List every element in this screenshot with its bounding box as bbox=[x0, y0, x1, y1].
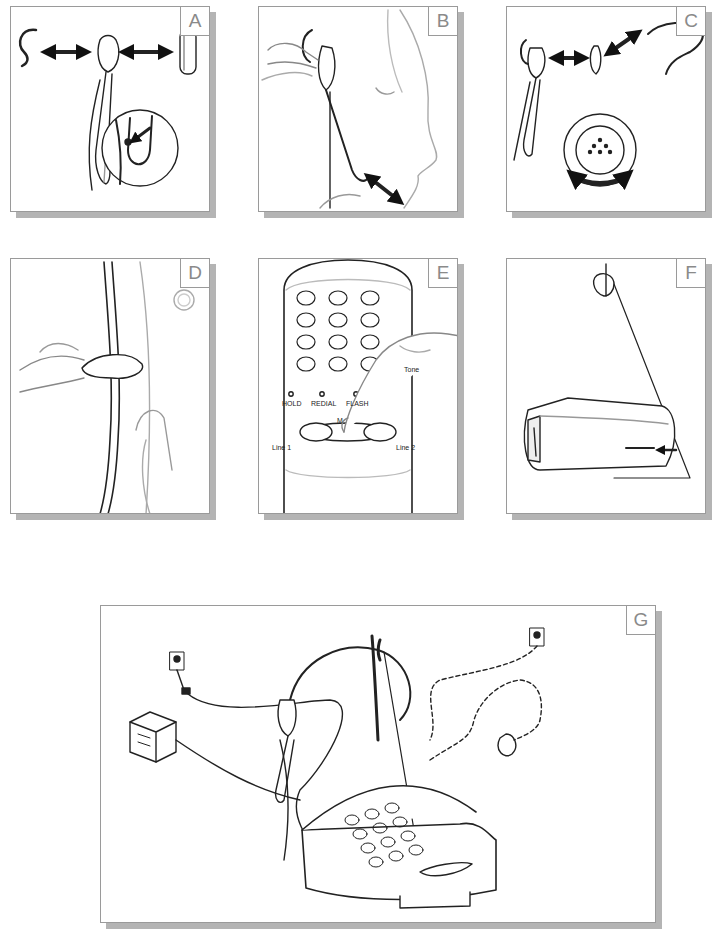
keypad-label: Tone bbox=[404, 366, 419, 373]
panel-letter: A bbox=[180, 6, 210, 36]
panel-b-art bbox=[262, 10, 437, 208]
panel-frame: E bbox=[258, 258, 458, 514]
keypad-label: M bbox=[337, 417, 343, 424]
panel-letter: C bbox=[676, 6, 706, 36]
panel-letter: D bbox=[180, 258, 210, 288]
panel-c-art bbox=[514, 23, 703, 186]
panel-frame: D bbox=[10, 258, 210, 514]
keypad-label: Line 1 bbox=[272, 444, 291, 451]
panel-frame: F bbox=[506, 258, 706, 514]
panel-d-art bbox=[20, 262, 194, 514]
panel-letter: G bbox=[626, 605, 656, 635]
panel-frame: G bbox=[100, 605, 656, 923]
panel-f-art bbox=[524, 264, 690, 478]
panel-frame: B bbox=[258, 6, 458, 212]
panel-frame: C bbox=[506, 6, 706, 212]
panel-letter: B bbox=[428, 6, 458, 36]
panel-letter: F bbox=[676, 258, 706, 288]
panel-a-art bbox=[20, 30, 196, 190]
keypad-label: FLASH bbox=[346, 400, 369, 407]
keypad-label: REDIAL bbox=[311, 400, 336, 407]
panel-frame: A bbox=[10, 6, 210, 212]
keypad-label: HOLD bbox=[282, 400, 301, 407]
panel-e-art bbox=[284, 260, 460, 514]
keypad-label: Line 2 bbox=[396, 444, 415, 451]
panel-letter: E bbox=[428, 258, 458, 288]
panel-g-art bbox=[130, 628, 544, 908]
